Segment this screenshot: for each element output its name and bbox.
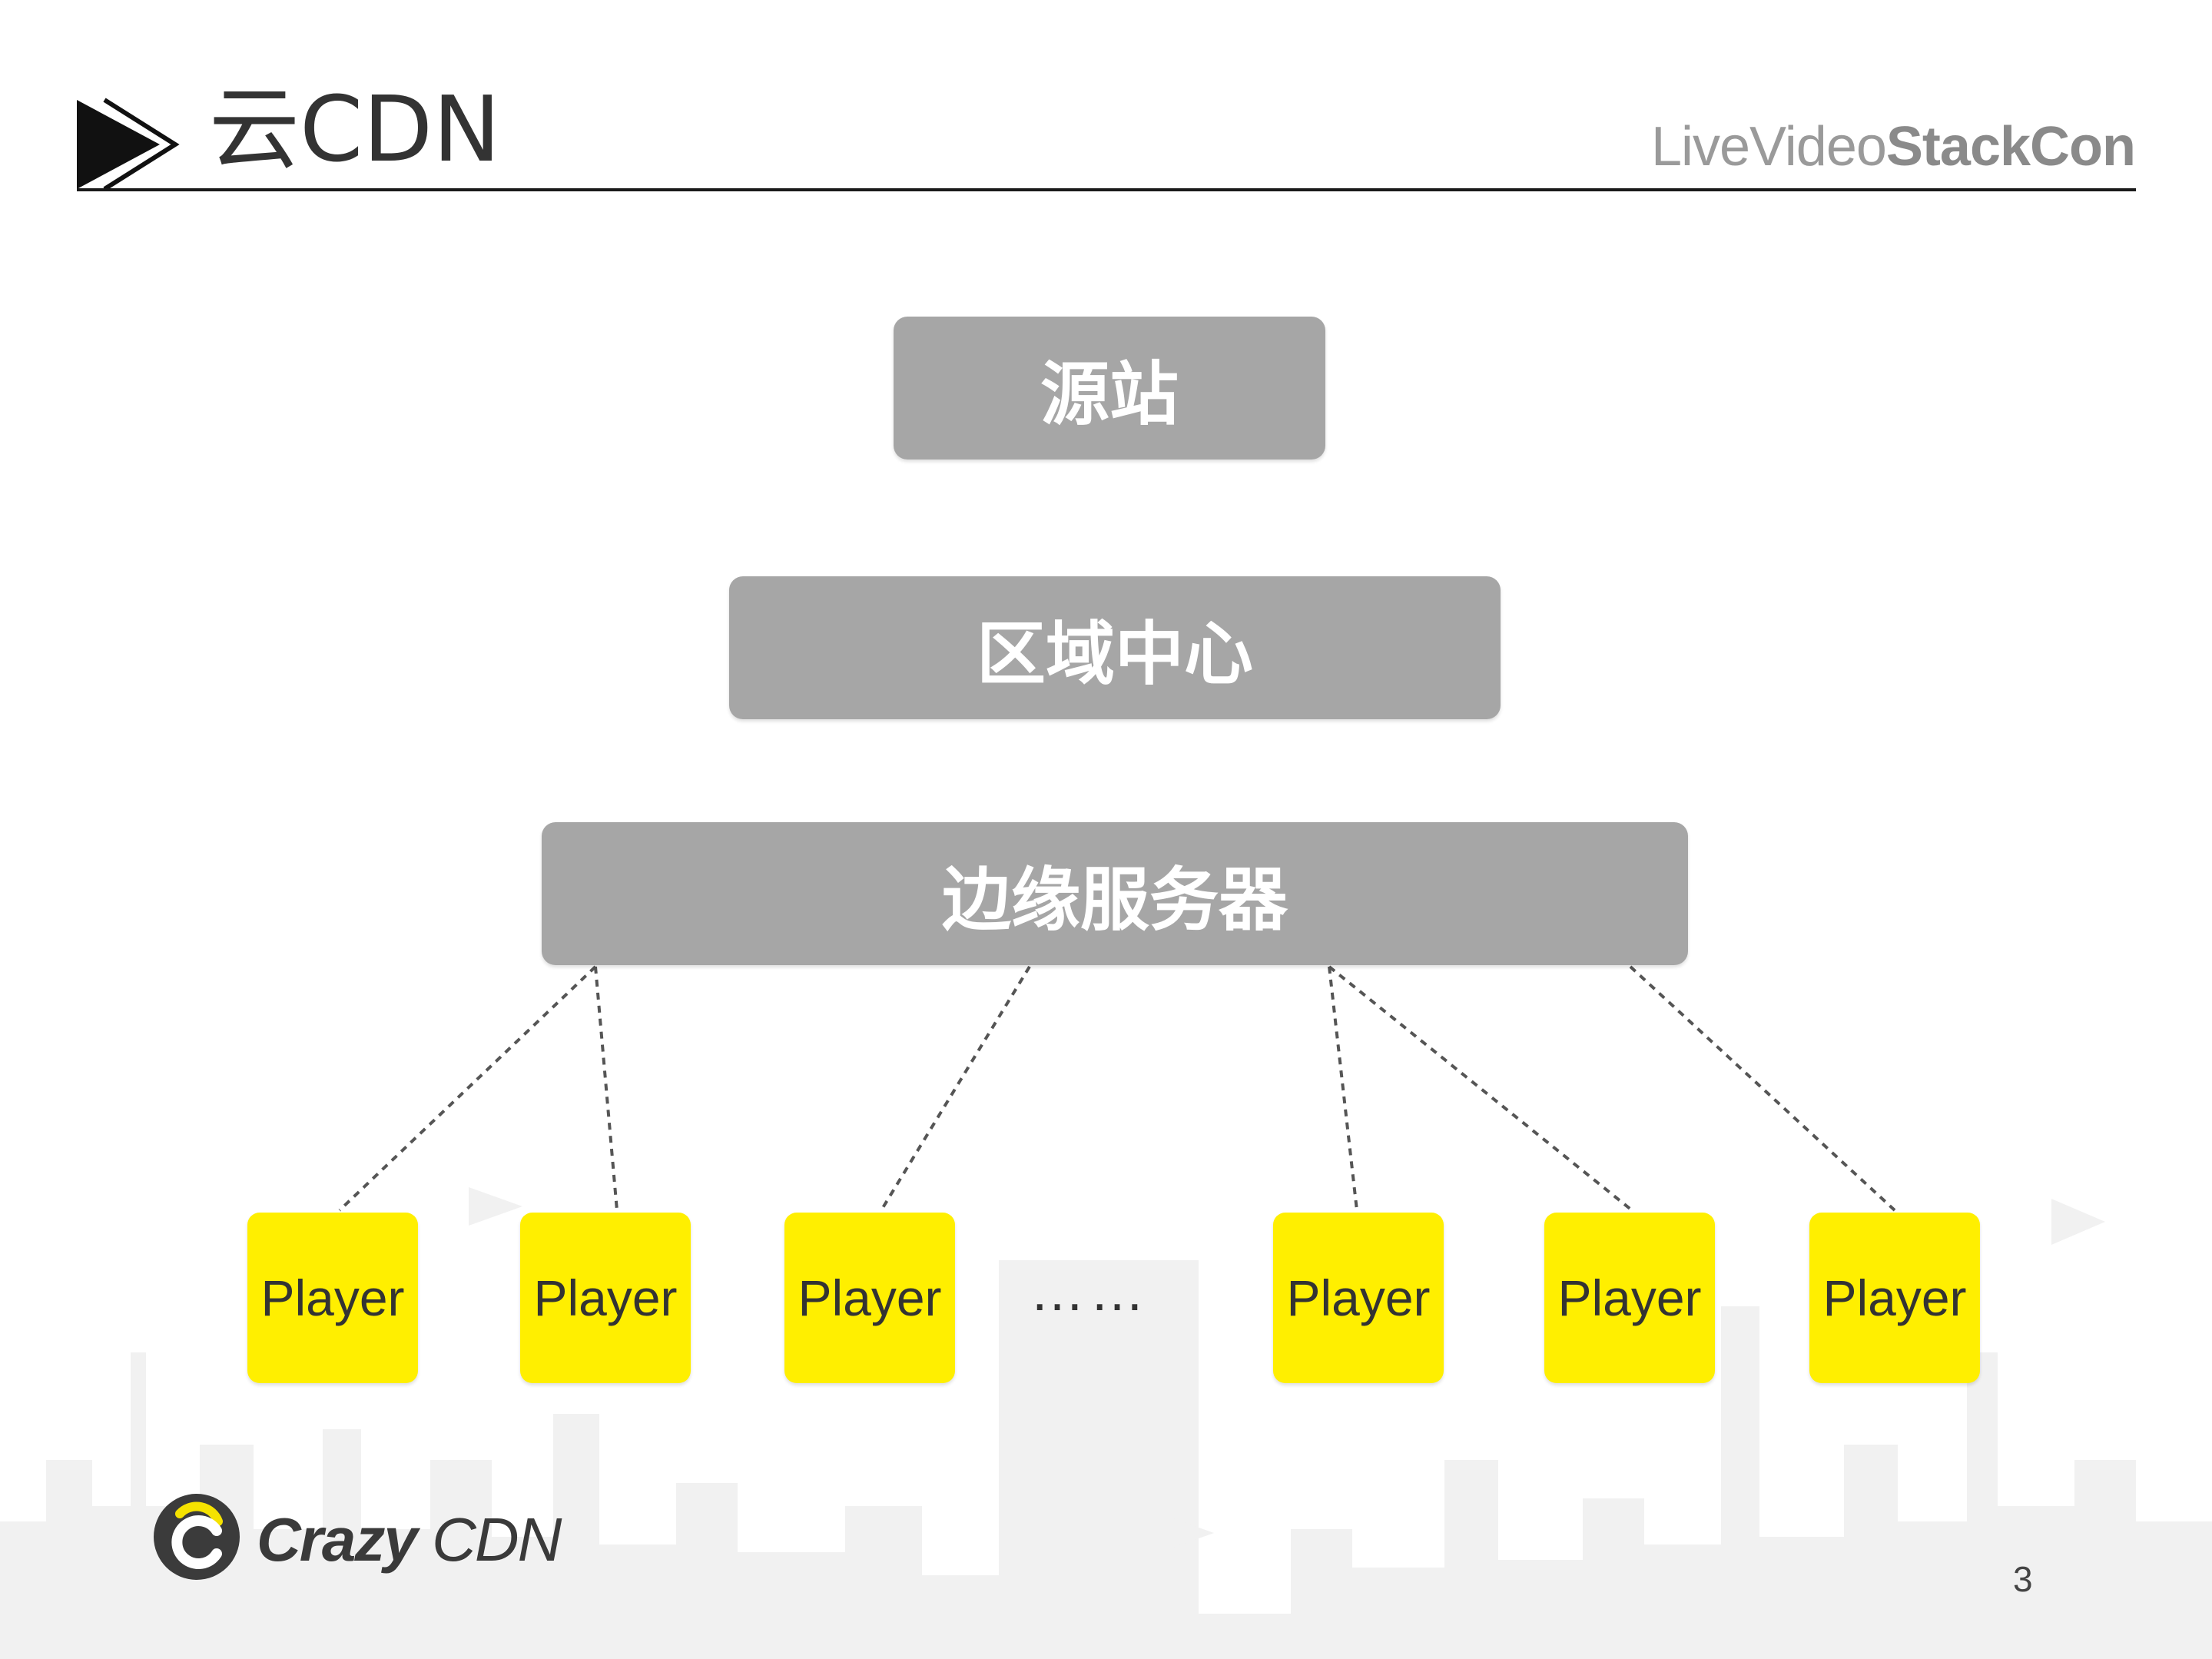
origin-server-box: 源站: [894, 317, 1325, 460]
connector-3: [880, 965, 1031, 1212]
region-center-box: 区域中心: [729, 576, 1501, 719]
player-ellipsis: ……: [1030, 1261, 1149, 1322]
page-number: 3: [2013, 1559, 2033, 1599]
title-arrow-icon: [77, 98, 180, 191]
logo-text-bold: Crazy: [257, 1505, 418, 1574]
player-box-4: Player: [1273, 1213, 1444, 1383]
title-divider: [77, 188, 2136, 191]
player-box-2: Player: [520, 1213, 691, 1383]
player-box-5: Player: [1544, 1213, 1715, 1383]
player-box-1: Player: [247, 1213, 418, 1383]
edge-server-box: 边缘服务器: [542, 822, 1688, 965]
logo-text: Crazy CDN: [257, 1505, 562, 1575]
logo-text-regular: CDN: [416, 1505, 562, 1574]
connector-1: [338, 965, 597, 1212]
brand-logo: LiveVideoStackCon: [1650, 115, 2136, 178]
brand-prefix: LiveVideo: [1650, 116, 1887, 178]
connector-5: [1328, 965, 1633, 1212]
page-title: 云CDN: [209, 76, 501, 182]
crazycdn-logo-icon: [154, 1494, 240, 1580]
player-box-3: Player: [784, 1213, 955, 1383]
connector-4: [1328, 966, 1358, 1211]
connector-6: [1629, 965, 1896, 1212]
connector-2: [594, 966, 618, 1211]
player-box-6: Player: [1809, 1213, 1980, 1383]
brand-suffix: StackCon: [1885, 116, 2136, 178]
